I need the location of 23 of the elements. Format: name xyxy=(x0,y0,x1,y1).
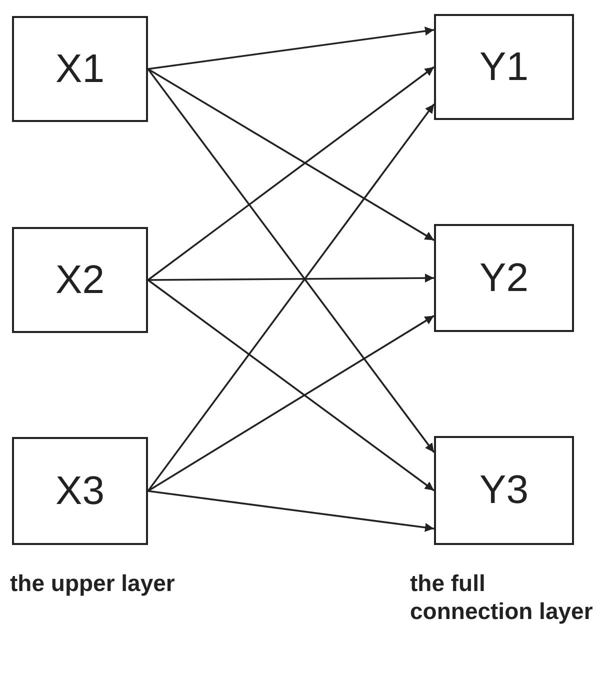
arrow xyxy=(148,315,434,492)
layer-node-box xyxy=(12,227,148,333)
node-label: Y2 xyxy=(480,256,528,300)
node-label: X1 xyxy=(56,46,104,92)
layer-node-box xyxy=(434,14,574,120)
arrow xyxy=(148,26,434,70)
arrow xyxy=(147,104,435,492)
layer-node-box xyxy=(12,437,148,545)
arrow xyxy=(147,66,435,281)
layer-node-box xyxy=(434,224,574,332)
arrow xyxy=(148,490,434,532)
layer-caption: the full connection layer xyxy=(410,570,594,626)
node-label: Y3 xyxy=(480,468,528,513)
arrow xyxy=(147,68,435,453)
arrow xyxy=(148,274,434,283)
node-label: Y1 xyxy=(480,44,528,90)
node-label: X2 xyxy=(56,258,104,302)
node-label: X3 xyxy=(56,468,104,514)
arrow xyxy=(147,279,435,492)
layer-node-box xyxy=(434,436,574,545)
layer-node-box xyxy=(12,16,148,122)
layer-caption: the upper layer xyxy=(10,570,176,598)
arrow xyxy=(148,68,434,241)
